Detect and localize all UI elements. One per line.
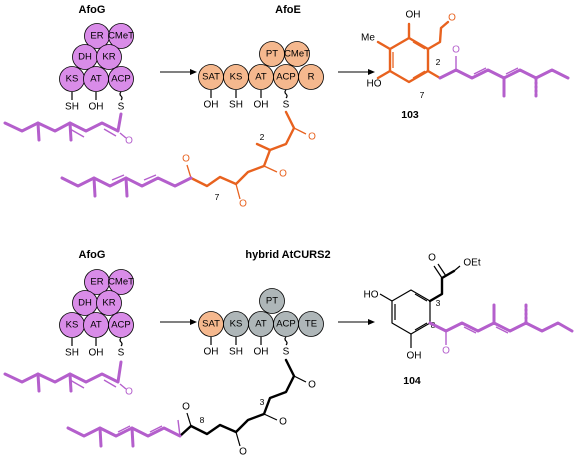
hybrid-c7-o: O <box>182 402 190 413</box>
ks-thiol-hybrid: SH <box>229 347 243 358</box>
acp-sulfur: S <box>118 102 125 113</box>
ks-label-bottom: KS <box>66 320 79 331</box>
kr-domain <box>96 44 122 70</box>
ks-label: KS <box>66 74 79 85</box>
acp-label-hybrid: ACP <box>276 319 296 330</box>
acp-domain <box>108 66 134 92</box>
acp-sulfur-afoe: S <box>283 100 290 111</box>
cmet-domain-afoe <box>284 41 310 67</box>
product-104: HO OH O OEt 3 8 O 104 <box>364 253 574 387</box>
afoe-chain-num-7: 7 <box>215 192 220 202</box>
sat-label-hybrid: SAT <box>202 319 220 330</box>
hybrid-c3-o: O <box>279 417 287 428</box>
at-label: AT <box>90 74 102 85</box>
ks-label-afoe: KS <box>230 72 243 83</box>
afoe-chain: O O O O 2 7 <box>60 110 316 210</box>
acp-sulfur-bottom: S <box>118 348 125 359</box>
afog-bottom-carbonyl-o: O <box>125 387 133 398</box>
ks-thiol-afoe: SH <box>229 100 243 111</box>
afog-bottom-enzyme: AfoG ER CMeT DH KR KS AT ACP SH OH S <box>59 249 134 359</box>
product-104-ho: HO <box>364 290 379 301</box>
afog-top-chain: O <box>3 112 133 147</box>
hybrid-chain-num-3: 3 <box>260 397 265 407</box>
sat-hydroxyl-hybrid: OH <box>204 347 219 358</box>
r-domain <box>298 64 324 90</box>
product-103-aldehyde-o: O <box>448 13 456 24</box>
at-label-bottom: AT <box>90 320 102 331</box>
product-104-label: 104 <box>403 375 421 387</box>
afog-bottom-chain: O <box>3 360 133 398</box>
afoe-c5-o: O <box>239 199 247 210</box>
dh-label-bottom: DH <box>78 298 92 309</box>
product-104-num-3: 3 <box>436 298 441 308</box>
hybrid-c1-o: O <box>308 380 316 391</box>
afoe-c3-o: O <box>279 169 287 180</box>
at-label-hybrid: AT <box>255 319 267 330</box>
sat-hydroxyl: OH <box>204 100 219 111</box>
cmet-label-afoe: CMeT <box>284 49 310 60</box>
cmet-label-bottom: CMeT <box>108 277 134 288</box>
afoe-title-text: AfoE <box>275 4 301 16</box>
afoe-chain-num-2: 2 <box>260 132 265 142</box>
afog-top-enzyme: AfoG ER CMeT DH KR KS AT ACP SH OH S <box>59 4 134 113</box>
afoe-c7-o: O <box>182 154 190 165</box>
afoe-enzyme: AfoG AfoE PT CMeT SAT KS AT ACP R OH SH … <box>198 4 324 111</box>
sat-label: SAT <box>202 72 220 83</box>
afog-top-carbonyl-o: O <box>125 136 133 147</box>
product-103-label: 103 <box>401 109 419 121</box>
pt-label-hybrid: PT <box>266 296 278 307</box>
kr-label: KR <box>102 52 115 63</box>
afog-top-title: AfoG <box>79 4 106 16</box>
kr-label-bottom: KR <box>102 298 115 309</box>
product-103-num-7: 7 <box>420 90 425 100</box>
acp-label: ACP <box>111 74 131 85</box>
pt-label: PT <box>266 49 278 60</box>
product-103: OH Me HO O 2 7 O 103 <box>361 10 570 121</box>
hybrid-c5-o: O <box>239 447 247 458</box>
acp-label-afoe: ACP <box>276 72 296 83</box>
r-label: R <box>308 72 315 83</box>
product-104-ketone-o: O <box>442 346 450 357</box>
cmet-domain <box>108 23 134 49</box>
product-104-oet: OEt <box>463 258 480 269</box>
afog-bottom-title: AfoG <box>79 249 106 261</box>
ks-label-hybrid: KS <box>230 319 243 330</box>
ks-thiol: SH <box>65 102 79 113</box>
acp-label-bottom: ACP <box>111 320 131 331</box>
product-103-oh-top: OH <box>406 10 421 21</box>
at-hydroxyl-afoe: OH <box>254 100 269 111</box>
te-label-hybrid: TE <box>305 319 317 330</box>
product-103-num-2: 2 <box>436 57 441 67</box>
at-hydroxyl: OH <box>89 102 104 113</box>
at-label-afoe: AT <box>255 72 267 83</box>
dh-label: DH <box>78 52 92 63</box>
product-103-me: Me <box>361 33 375 44</box>
product-103-ho: HO <box>367 79 382 90</box>
hybrid-title: hybrid AtCURS2 <box>245 249 330 261</box>
er-label: ER <box>90 31 103 42</box>
hybrid-atcurs2-enzyme: hybrid AtCURS2 PT SAT KS AT ACP TE OH SH… <box>198 249 331 358</box>
at-hydroxyl-hybrid: OH <box>254 347 269 358</box>
product-104-ester-o: O <box>428 253 436 264</box>
hybrid-chain-num-8: 8 <box>200 415 205 425</box>
acp-sulfur-hybrid: S <box>283 347 290 358</box>
at-hydroxyl-bottom: OH <box>89 348 104 359</box>
hybrid-chain: O O O O 3 8 O <box>66 358 316 458</box>
er-label-bottom: ER <box>90 277 103 288</box>
ks-thiol-bottom: SH <box>65 348 79 359</box>
product-103-ketone-o: O <box>452 45 460 56</box>
afoe-c1-o: O <box>308 132 316 143</box>
cmet-label: CMeT <box>108 31 134 42</box>
product-104-oh: OH <box>407 351 422 362</box>
